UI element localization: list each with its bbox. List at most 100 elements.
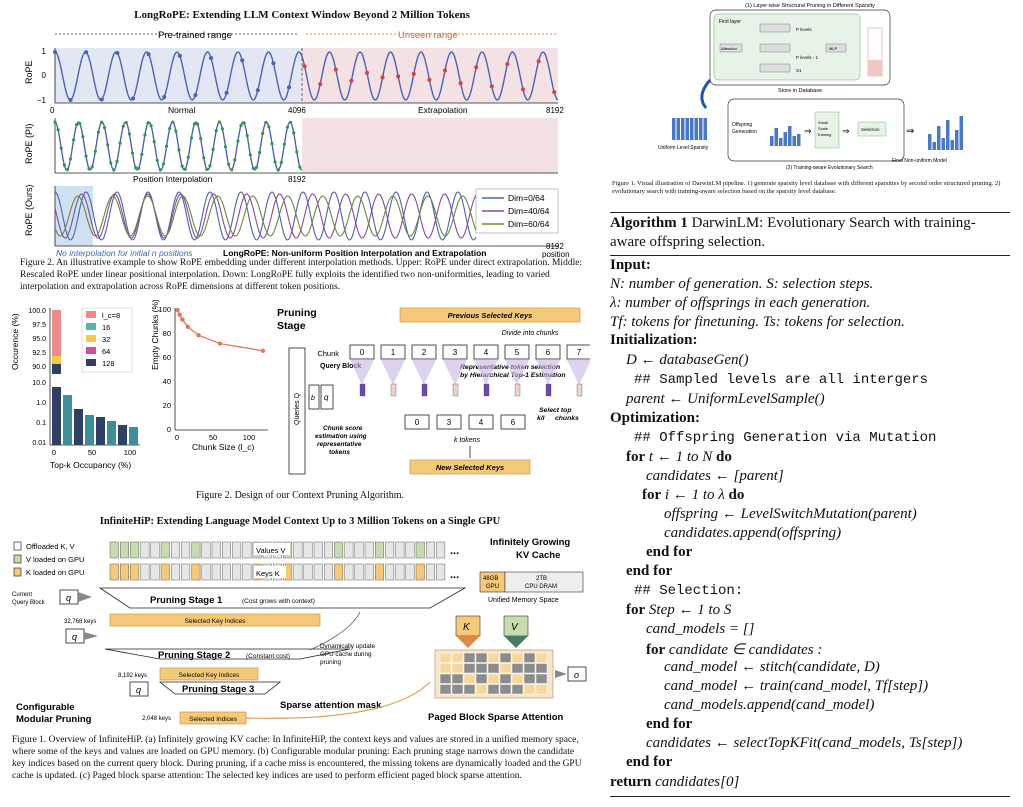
paged-cell [463,663,476,674]
cache-cell-k [140,563,150,581]
fig-top-label: (1) Layer-wise Structural Pruning in Dif… [745,3,875,9]
alg-l12: ## Selection: [634,583,744,599]
sample-dot [349,78,354,83]
sample-dots-pi [53,120,302,172]
selected-chunk-box [468,414,494,430]
prev-keys-label: Previous Selected Keys [448,311,533,320]
ytick-0: 0 [42,71,47,80]
occupancy-bars [52,310,138,445]
svg-text:⇒: ⇒ [804,126,812,136]
ytick-lower: 10.0 [32,380,46,387]
sample-dot-pi [192,122,197,126]
paged-cell [487,663,500,674]
paged-cell [451,663,464,674]
sample-dot-pi [183,167,187,171]
ytick-empty: 100 [158,305,171,314]
gpu-label: 48GB [483,576,498,582]
sample-dot-pi [205,167,209,171]
sample-dot [489,84,494,89]
cache-cell-k [354,563,364,581]
chunk-box [566,344,590,360]
alg-l4: ## Offspring Generation via Mutation [634,430,937,446]
alg-in3: Tf: tokens for finetuning. Ts: tokens fo… [610,314,905,330]
ytick-1: 1 [42,47,47,56]
sample-dot-pi [118,141,122,145]
cache-cell-v [109,541,119,559]
alg-l13: for Step ← 1 to S [626,602,732,618]
sample-dot-pi [87,167,91,171]
legend-dim60: Dim=60/64 [508,219,550,229]
sample-dot-pi [146,121,150,125]
sample-dot-pi [158,168,162,172]
svg-text:representative: representative [317,441,362,448]
yticks-lower: 10.01.00.10.01 [32,380,46,447]
infinitehip-figure: InfiniteHiP: Extending Language Model Co… [10,514,590,804]
svg-text:b: b [311,395,315,402]
chunk-box [535,344,561,360]
chunk-index: 5 [515,348,520,357]
sample-dot [552,90,557,95]
rep-token [514,383,521,397]
sample-dot-pi [180,164,184,168]
sample-dot-pi [59,146,63,150]
sample-dot [68,97,73,102]
sample-dot [209,55,213,60]
sample-dot-pi [242,121,246,125]
legend-dim40: Dim=40/64 [508,206,550,216]
alg-l6: candidates ← [parent] [646,468,784,484]
chunk-index: 1 [391,348,396,357]
xtick: 0 [52,448,56,457]
legend-entry: 64 [102,347,110,356]
sample-dot-pi [161,162,166,166]
cache-cell-v [191,541,201,559]
paged-cell [499,673,512,684]
query-block-label: Query Block [320,363,361,370]
legend-offloaded: Offloaded K, V [26,542,75,551]
svg-text:k/l: k/l [537,415,545,422]
sample-dot-pi [248,153,252,157]
svg-text:CPU DRAM: CPU DRAM [525,584,557,590]
cache-cell-k [395,563,405,581]
sample-dot-pi [233,158,237,162]
cache-cell-k [324,563,333,581]
sample-dot [271,61,276,66]
sample-dot-pi [264,120,268,125]
occupancy-bar [74,409,83,445]
svg-text:⇒: ⇒ [906,126,914,137]
alg-heading-rule [610,255,1010,256]
svg-text:S1: S1 [796,68,802,73]
sample-dot-pi [106,143,110,147]
uniform-label: Uniform Level Sparsity [658,145,709,151]
sample-dot-pi [298,165,302,169]
alg-l3: parent ← UniformLevelSample() [626,391,825,407]
ytick-upper: 90.0 [32,364,46,371]
occupancy-bar [118,425,127,445]
sample-dot [162,95,167,100]
alg-l15: for candidate ∈ candidates : [646,642,823,658]
cache-cell-v [395,541,405,559]
cache-cell-k [232,563,242,581]
cache-cell-v [211,541,221,559]
cache-cell-v [293,541,303,559]
cache-cell-k [415,563,425,581]
chunk-box [442,344,468,360]
sample-dot-pi [254,165,259,170]
alg-heading: Algorithm 1 [610,215,688,231]
sample-dot-pi [251,166,255,171]
sample-dot-pi [121,124,125,128]
paged-cell [451,673,464,684]
chunk-box [504,344,530,360]
cache-cell-v [415,541,425,559]
paged-cell [535,684,548,695]
sample-dot-pi [93,149,97,153]
legend-entry: 16 [102,323,110,332]
sample-dot-pi [165,144,169,148]
alg-l19: end for [646,716,693,732]
model-bar [792,136,796,146]
svg-text:P levels - 1: P levels - 1 [796,55,819,60]
